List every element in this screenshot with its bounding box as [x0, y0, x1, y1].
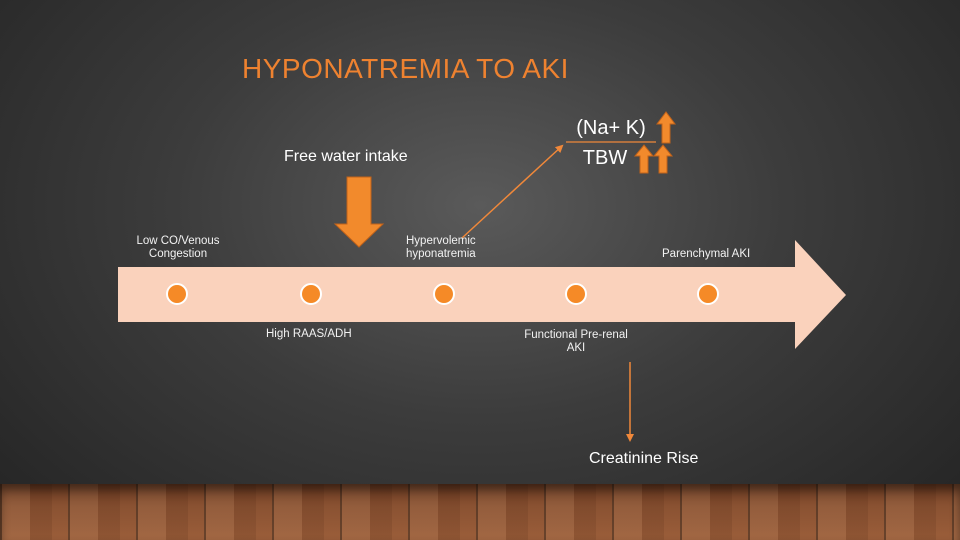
timeline-dot [697, 283, 719, 305]
up-arrow-icon [633, 144, 655, 174]
free-water-label: Free water intake [284, 148, 408, 165]
timeline-dot [433, 283, 455, 305]
low-co-label: Low CO/Venous Congestion [136, 235, 220, 260]
parenchymal-label: Parenchymal AKI [662, 248, 751, 260]
na-k-label: (Na+ K) [576, 117, 646, 139]
timeline-dot [565, 283, 587, 305]
connector-to-tbw [461, 144, 564, 239]
raas-label: High RAAS/ADH [266, 328, 352, 340]
creatinine-label: Creatinine Rise [589, 450, 699, 467]
prerenal-label: Functional Pre-renal AKI [524, 329, 628, 354]
up-arrow-icon [656, 111, 676, 144]
slide-title: HYPONATREMIA TO AKI [242, 53, 569, 84]
timeline-dot [300, 283, 322, 305]
timeline-dot [166, 283, 188, 305]
hypervolemic-label: Hypervolemic hyponatremia [406, 235, 476, 260]
tbw-label: TBW [582, 147, 628, 169]
up-arrow-icon [652, 144, 674, 174]
wood-floor [0, 484, 960, 540]
timeline-arrow [118, 240, 846, 349]
down-arrow-icon [333, 176, 385, 248]
